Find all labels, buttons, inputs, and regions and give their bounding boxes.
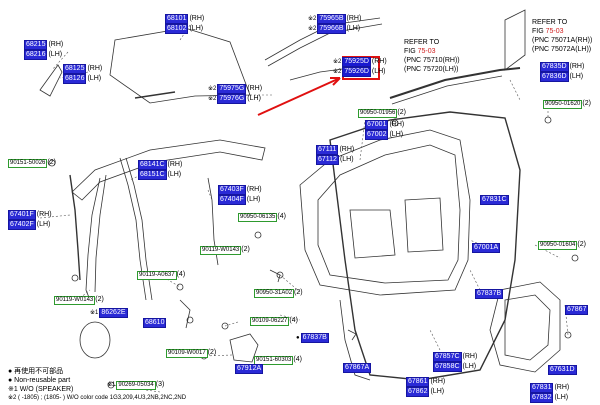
legend-line-3: ※1 W/O (SPEAKER) — [8, 386, 74, 393]
callout-67912a[interactable]: 67912A — [235, 364, 264, 374]
callout-68101[interactable]: 68101(RH) 68102(LH) — [165, 14, 205, 34]
legend-line-4: ※2 ( -1805) ; (1805- ) W/O color code 1G… — [8, 395, 187, 401]
glass-run-frame — [71, 139, 266, 201]
callout-67867a[interactable]: 67867A — [343, 363, 372, 373]
callout-90109-06227[interactable]: 90109-06227(4) — [250, 317, 298, 326]
callout-90950-01956[interactable]: 90950-01956(2) — [358, 109, 406, 118]
service-cover — [489, 281, 561, 373]
callout-90950-01620[interactable]: 90950-01620(2) — [543, 100, 591, 109]
callout-90950-01604[interactable]: 90950-01604(2) — [538, 241, 586, 250]
callout-90151-60303[interactable]: 90151-60303(4) — [254, 356, 302, 365]
callout-68215[interactable]: 68215(RH) 68216(LH) — [24, 40, 64, 60]
callout-90119-a0637[interactable]: 90119-A0637(4) — [137, 271, 186, 280]
glass-run-left — [85, 177, 101, 301]
callout-67631d[interactable]: 67631D — [548, 365, 577, 375]
callout-90109-w0017[interactable]: 90109-W0017(2) — [166, 349, 217, 358]
speaker-circle — [79, 321, 111, 359]
callout-67837b-mid[interactable]: ●67837B — [296, 333, 329, 343]
callout-67837b-top[interactable]: 67837B — [475, 289, 504, 299]
belt-moulding — [389, 67, 521, 99]
callout-68125[interactable]: 68125(RH) 68126(LH) — [63, 64, 103, 84]
callout-67857c[interactable]: 67857C(RH) 67858C(LH) — [433, 352, 478, 372]
legend-line-2: ● Non-reusable part — [8, 377, 71, 384]
pillar-garnish — [504, 9, 526, 71]
callout-67835d[interactable]: 67835D(RH) 67836D(LH) — [540, 62, 585, 82]
legend: ● 再使用不可部品 ● Non-reusable part ※1 W/O (SP… — [8, 367, 186, 403]
refer-to-75710[interactable]: REFER TO FIG 75-03 (PNC 75710(RH)) (PNC … — [404, 39, 460, 73]
refer-to-75071a[interactable]: REFER TO FIG 75-03 (PNC 75071A(RH)) (PNC… — [532, 19, 593, 53]
callout-90950-31a02[interactable]: 90950-31A02(2) — [254, 289, 303, 298]
callout-67001a[interactable]: 67001A — [472, 243, 501, 253]
inside-handle — [229, 333, 259, 363]
callout-90119-w0143-lower[interactable]: 90119-W0143(2) — [54, 296, 104, 305]
callout-67403f[interactable]: 67403F(RH) 67404F(LH) — [218, 185, 262, 205]
callout-67831c[interactable]: 67831C — [480, 195, 509, 205]
callout-67831[interactable]: 67831(RH) 67832(LH) — [530, 383, 570, 403]
quarter-trim — [39, 64, 63, 97]
upper-moulding — [264, 17, 381, 61]
callout-67401f[interactable]: 67401F(RH) 67402F(LH) — [8, 210, 52, 230]
callout-90151-50026[interactable]: 90151-50026(2) — [8, 159, 56, 168]
callout-67001[interactable]: 67001(RH) 67002(LH) — [365, 120, 405, 140]
callout-67867[interactable]: 67867 — [565, 305, 589, 315]
highlight-arrow — [257, 77, 341, 116]
callout-68610[interactable]: 68610 — [143, 318, 167, 328]
door-shell — [299, 129, 471, 296]
callout-90119-w0143-upper[interactable]: 90119-W0143(2) — [200, 246, 250, 255]
callout-67111[interactable]: 67111(RH) 67112(LH) — [316, 145, 355, 165]
callout-68141c[interactable]: 68141C(RH) 68151C(LH) — [138, 160, 183, 180]
callout-67861[interactable]: 67861(RH) 67862(LH) — [406, 377, 446, 397]
legend-line-1: ● 再使用不可部品 — [8, 368, 64, 375]
callout-90950-06135[interactable]: 90950-06135(4) — [238, 213, 286, 222]
outer-belt — [69, 174, 81, 281]
